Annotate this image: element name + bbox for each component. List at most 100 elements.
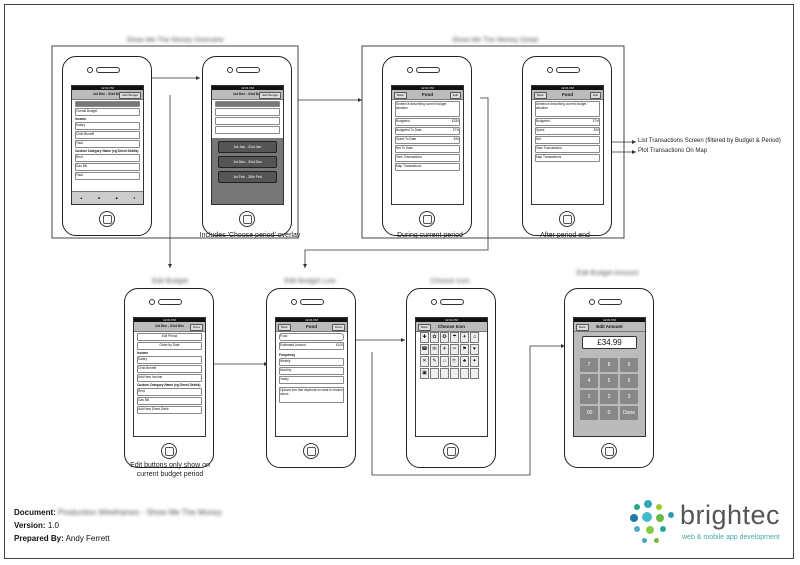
- home-button[interactable]: [419, 211, 435, 227]
- plot-transactions-note: Plot Transactions On Map: [638, 148, 708, 154]
- gas-bill-row[interactable]: Gas Bill: [75, 163, 140, 171]
- icon-cell[interactable]: ⚑: [460, 344, 469, 355]
- add-direct-debit-row[interactable]: Add New Direct Debit: [137, 406, 202, 414]
- overview-period[interactable]: 1st Dec - 31st Dec: [92, 92, 123, 96]
- child-benefit-row[interactable]: Child Benefit: [137, 365, 202, 373]
- overlay-edit-button[interactable]: Edit Budget: [259, 92, 281, 99]
- done-button[interactable]: Done: [189, 324, 203, 331]
- period-option-jan[interactable]: 1st Jan - 31st Jan: [218, 141, 277, 153]
- icon-cell[interactable]: [450, 368, 459, 379]
- prepared-by-line: Prepared By: Andy Ferrett: [14, 534, 110, 543]
- add-income-row[interactable]: Add New Income: [137, 374, 202, 382]
- back-button[interactable]: Back: [278, 324, 291, 331]
- gas-bill-row[interactable]: Gas Bill: [137, 397, 202, 405]
- done-button[interactable]: Done: [331, 324, 345, 331]
- key-2[interactable]: 2: [600, 390, 618, 404]
- icon-cell[interactable]: ☕: [450, 356, 459, 367]
- key-3[interactable]: 3: [620, 390, 638, 404]
- icon-cell[interactable]: ☂: [450, 332, 459, 343]
- key-7[interactable]: 7: [580, 358, 598, 372]
- key-6[interactable]: 6: [620, 374, 638, 388]
- home-button[interactable]: [99, 211, 115, 227]
- overall-budget-row[interactable]: Overall Budget: [75, 108, 140, 116]
- edit-button[interactable]: Edit: [449, 92, 461, 99]
- rent-row[interactable]: Rent: [137, 388, 202, 396]
- back-button[interactable]: Back: [418, 324, 431, 331]
- salary-row[interactable]: Salary: [137, 356, 202, 364]
- icon-cell[interactable]: ♫: [470, 332, 479, 343]
- net-row: Net: [535, 136, 600, 144]
- icon-cell[interactable]: ✿: [430, 332, 439, 343]
- estimated-amount-row[interactable]: Estimated Amount £100: [279, 342, 344, 350]
- icon-cell[interactable]: ✚: [420, 332, 429, 343]
- salary-row[interactable]: Salary: [75, 122, 140, 130]
- icon-cell[interactable]: ✕: [420, 356, 429, 367]
- home-button[interactable]: [303, 443, 319, 459]
- icon-cell[interactable]: [440, 368, 449, 379]
- icon-cell[interactable]: ♣: [460, 356, 469, 367]
- back-button[interactable]: Back: [394, 92, 407, 99]
- period-option-feb[interactable]: 1st Feb - 28th Feb: [218, 171, 277, 183]
- key-decimal[interactable]: .00: [580, 406, 598, 420]
- chart-icon[interactable]: ◆: [115, 196, 118, 200]
- map-transactions[interactable]: Map Transactions: [395, 163, 460, 171]
- edit-period-button[interactable]: Edit Period: [137, 333, 202, 341]
- name-field[interactable]: Food: [279, 333, 344, 341]
- edit-button[interactable]: Edit: [589, 92, 601, 99]
- icon-cell[interactable]: ✪: [440, 332, 449, 343]
- overlay-period[interactable]: 1st Dec - 31st Dec: [232, 92, 263, 96]
- amount-display[interactable]: £34.99: [582, 336, 637, 349]
- total-row[interactable]: Total: [75, 140, 140, 148]
- icon-cell[interactable]: ♥: [470, 344, 479, 355]
- icon-cell[interactable]: ✦: [470, 356, 479, 367]
- icon-cell[interactable]: [460, 368, 469, 379]
- key-1[interactable]: 1: [580, 390, 598, 404]
- order-by-date-button[interactable]: Order by Date: [137, 342, 202, 350]
- icon-cell[interactable]: ☎: [420, 344, 429, 355]
- tab-bar: ▲ ■ ◆ ●: [72, 191, 143, 204]
- edit-budget-button[interactable]: Edit Budget: [119, 92, 141, 99]
- home-button[interactable]: [559, 211, 575, 227]
- icon-cell[interactable]: [470, 368, 479, 379]
- yearly-option[interactable]: Yearly: [279, 376, 344, 384]
- view-transactions[interactable]: View Transactions: [535, 145, 600, 153]
- home-button[interactable]: [443, 443, 459, 459]
- icon-cell[interactable]: ☀: [440, 344, 449, 355]
- rent-row[interactable]: Rent: [75, 154, 140, 162]
- brightec-logo: brightec web & mobile app development: [628, 498, 788, 548]
- home-button[interactable]: [601, 443, 617, 459]
- icon-cell[interactable]: [430, 368, 439, 379]
- back-button[interactable]: Back: [534, 92, 547, 99]
- icon-cell[interactable]: ⌂: [440, 356, 449, 367]
- icon-cell[interactable]: ✈: [460, 332, 469, 343]
- home-button[interactable]: [239, 211, 255, 227]
- key-done[interactable]: Done: [620, 406, 638, 420]
- wallet-icon[interactable]: ▲: [79, 196, 83, 200]
- edit-budget-amount-title: Edit Budget Amount: [576, 270, 639, 277]
- overview-screen: 12:01 PM 1st Dec - 31st Dec Edit Budget …: [71, 85, 144, 205]
- settings-icon[interactable]: ●: [133, 196, 136, 200]
- key-5[interactable]: 5: [600, 374, 618, 388]
- period-option-dec[interactable]: 1st Dec - 31st Dec: [218, 156, 277, 168]
- key-0[interactable]: 0: [600, 406, 618, 420]
- child-benefit-row[interactable]: Child Benefit: [75, 131, 140, 139]
- icon-cell[interactable]: ▣: [420, 368, 429, 379]
- total-row-2[interactable]: Total: [75, 172, 140, 180]
- icon-cell[interactable]: ✎: [430, 356, 439, 367]
- map-transactions[interactable]: Map Transactions: [535, 154, 600, 162]
- view-transactions[interactable]: View Transactions: [395, 154, 460, 162]
- bank-icon[interactable]: ■: [98, 196, 101, 200]
- key-8[interactable]: 8: [600, 358, 618, 372]
- weekly-option[interactable]: Weekly: [279, 358, 344, 366]
- key-4[interactable]: 4: [580, 374, 598, 388]
- back-button[interactable]: Back: [576, 324, 589, 331]
- home-button[interactable]: [161, 443, 177, 459]
- icon-cell[interactable]: ✉: [430, 344, 439, 355]
- key-9[interactable]: 9: [620, 358, 638, 372]
- icon-cell[interactable]: ✂: [450, 344, 459, 355]
- monthly-option[interactable]: Monthly: [279, 367, 344, 375]
